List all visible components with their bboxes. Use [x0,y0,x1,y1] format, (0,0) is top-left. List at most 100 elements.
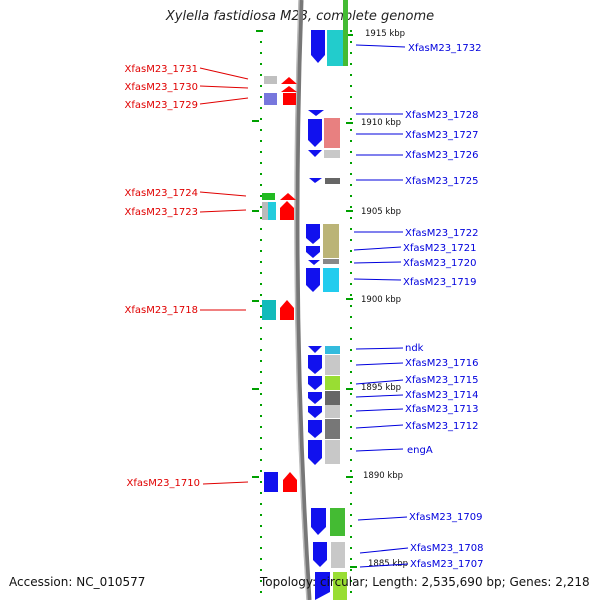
gene-arrow[interactable] [306,268,320,292]
leader-line [355,347,404,350]
gene-block[interactable] [325,178,340,184]
gene-label[interactable]: XfasM23_1726 [405,150,479,161]
gene-block[interactable] [268,202,276,220]
ruler-dot [350,481,352,483]
gene-label[interactable]: XfasM23_1716 [405,358,479,369]
gene-arrow[interactable] [281,77,297,84]
gene-block[interactable] [262,193,275,200]
gene-label[interactable]: XfasM23_1731 [124,64,198,75]
gene-arrow[interactable] [311,30,325,63]
gene-arrow[interactable] [308,420,322,438]
scale-label: 1895 kbp [361,383,401,393]
ruler-dot [350,250,352,252]
gene-label[interactable]: XfasM23_1722 [405,228,479,239]
gene-label[interactable]: XfasM23_1712 [405,421,479,432]
gene-label[interactable]: XfasM23_1715 [405,375,479,386]
gene-label[interactable]: XfasM23_1708 [410,543,484,554]
gene-arrow[interactable] [308,440,322,465]
gene-arrow[interactable] [309,178,322,183]
gene-arrow[interactable] [262,300,276,320]
ruler-dot [350,118,352,120]
gene-block[interactable] [325,346,340,354]
gene-label[interactable]: XfasM23_1727 [405,130,479,141]
gene-arrow[interactable] [280,201,294,220]
gene-arrow[interactable] [311,508,326,535]
ruler-tick [252,300,259,302]
gene-arrow[interactable] [308,392,322,404]
gene-label[interactable]: XfasM23_1713 [405,404,479,415]
gene-arrow[interactable] [306,224,320,244]
gene-block[interactable] [325,405,340,418]
gene-arrow[interactable] [308,260,320,265]
gene-label[interactable]: XfasM23_1724 [124,188,198,199]
gene-block[interactable] [325,355,340,375]
gene-block[interactable] [325,376,340,390]
ruler-dot [260,338,262,340]
ruler-dot [350,74,352,76]
gene-label[interactable]: XfasM23_1725 [405,176,479,187]
gene-label[interactable]: XfasM23_1710 [126,478,200,489]
gene-block[interactable] [330,508,345,536]
gene-block[interactable] [283,93,296,105]
left-genes [262,76,297,492]
leader-line [359,563,409,568]
gene-arrow[interactable] [280,300,294,320]
ruler-dot [350,41,352,43]
gene-block[interactable] [343,0,348,66]
gene-block[interactable] [331,542,345,568]
gene-arrow[interactable] [308,150,322,157]
gene-block[interactable] [323,259,339,264]
gene-label[interactable]: XfasM23_1728 [405,110,479,121]
gene-label[interactable]: XfasM23_1729 [124,100,198,111]
ruler-dot [260,63,262,65]
gene-block[interactable] [327,30,344,66]
gene-block[interactable] [264,472,278,492]
scale-label: 1885 kbp [368,559,408,569]
gene-block[interactable] [264,76,277,84]
gene-arrow[interactable] [308,406,322,418]
gene-arrow[interactable] [308,355,322,374]
gene-label[interactable]: XfasM23_1707 [410,559,484,570]
gene-label[interactable]: ndk [405,343,424,354]
gene-block[interactable] [325,440,340,464]
leader-line [357,516,408,521]
gene-arrow[interactable] [281,86,297,92]
gene-block[interactable] [325,419,340,439]
ruler-dot [350,30,352,32]
gene-arrow[interactable] [306,246,320,258]
gene-block[interactable] [333,572,347,600]
ruler-dot [350,140,352,142]
gene-label[interactable]: XfasM23_1709 [409,512,483,523]
gene-block[interactable] [324,150,340,158]
gene-block[interactable] [264,93,277,105]
gene-label[interactable]: XfasM23_1721 [403,243,477,254]
gene-arrow[interactable] [315,572,330,600]
ruler-dot [350,448,352,450]
gene-block[interactable] [325,391,340,405]
gene-label[interactable]: XfasM23_1718 [124,305,198,316]
gene-arrow[interactable] [308,110,324,116]
gene-arrow[interactable] [283,472,297,492]
gene-label[interactable]: engA [407,445,433,456]
ruler-dot [260,239,262,241]
gene-label[interactable]: XfasM23_1714 [405,390,479,401]
gene-label[interactable]: XfasM23_1720 [403,258,477,269]
gene-block[interactable] [324,118,340,148]
gene-arrow[interactable] [308,346,322,353]
ruler-dot [260,492,262,494]
gene-arrow[interactable] [280,193,296,200]
gene-arrow[interactable] [308,119,322,147]
ruler-dot [350,283,352,285]
gene-label[interactable]: XfasM23_1730 [124,82,198,93]
gene-label[interactable]: XfasM23_1723 [124,207,198,218]
gene-arrow[interactable] [308,376,322,390]
gene-block[interactable] [323,268,339,292]
gene-block[interactable] [262,202,268,220]
gene-arrow[interactable] [313,542,327,567]
gene-label[interactable]: XfasM23_1719 [403,277,477,288]
leader-line [202,481,249,485]
gene-block[interactable] [323,224,339,258]
ruler-dot [260,393,262,395]
ruler-dot [260,41,262,43]
gene-label[interactable]: XfasM23_1732 [408,43,482,54]
